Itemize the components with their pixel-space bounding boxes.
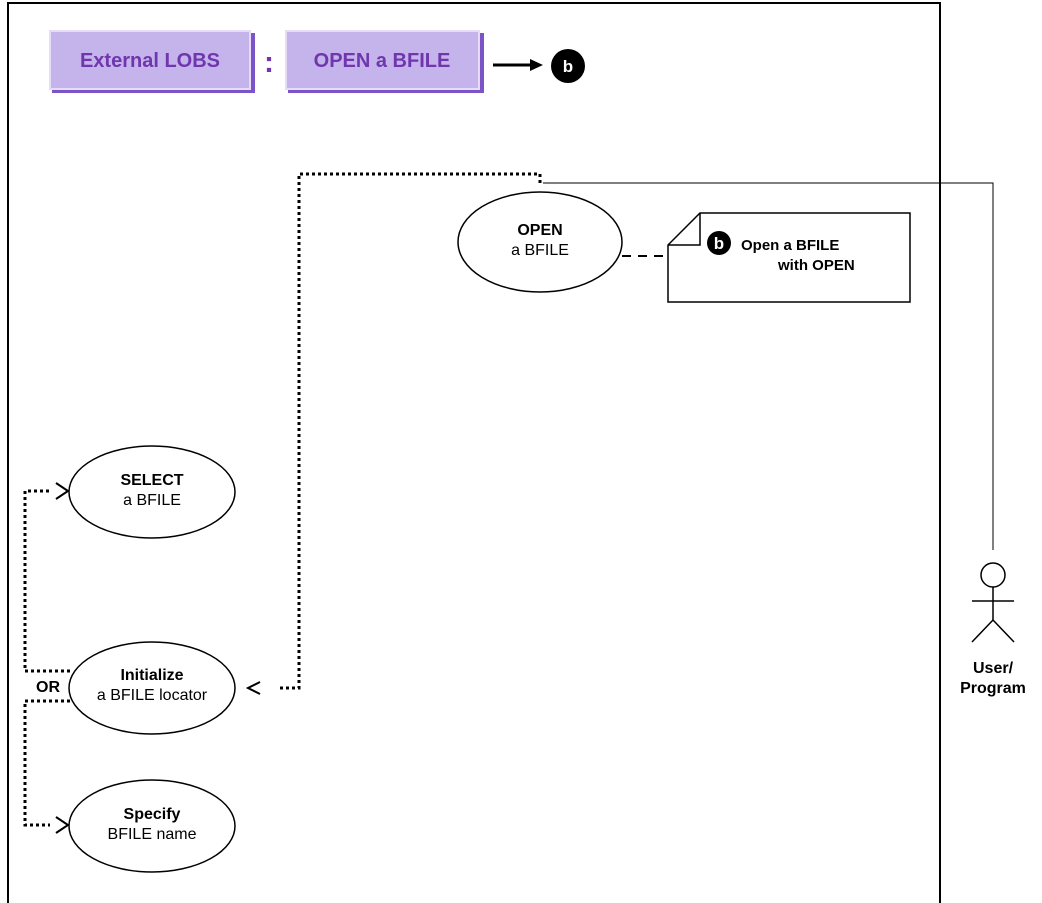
or-label: OR (36, 679, 60, 696)
breadcrumb-external-lobs-label: External LOBS (80, 50, 220, 72)
use-case-open-a-bfile[interactable]: OPEN a BFILE (457, 191, 623, 293)
dependency-line-specify (23, 699, 70, 827)
breadcrumb-external-lobs-button[interactable]: External LOBS (49, 30, 255, 93)
actor-label-line-1: User/ (973, 660, 1014, 677)
note-badge-label: b (714, 234, 724, 253)
breadcrumb-badge-b[interactable]: b (551, 49, 585, 83)
breadcrumb-separator: : (264, 46, 274, 79)
dependency-line-open (278, 172, 542, 690)
note-line-1: Open a BFILE (741, 237, 839, 254)
actor-label-line-2: Program (960, 680, 1026, 697)
use-case-initialize-title: Initialize (120, 667, 183, 684)
use-case-select-subtitle: a BFILE (123, 492, 181, 509)
arrowhead-open-dependency (245, 681, 261, 695)
actor-association-line (543, 182, 994, 550)
use-case-open-title: OPEN (517, 222, 562, 239)
use-case-specify-bfile-name[interactable]: Specify BFILE name (68, 779, 236, 873)
breadcrumb-open-a-bfile-button[interactable]: OPEN a BFILE (285, 30, 484, 93)
use-case-open-subtitle: a BFILE (511, 242, 569, 259)
arrowhead-select (55, 482, 70, 500)
use-case-select-title: SELECT (120, 472, 183, 489)
arrow-right-icon (493, 59, 543, 71)
note-badge-b[interactable]: b (707, 231, 731, 255)
use-case-specify-title: Specify (124, 806, 181, 823)
arrowhead-specify (55, 816, 70, 834)
use-case-specify-subtitle: BFILE name (108, 826, 197, 843)
use-case-select-a-bfile[interactable]: SELECT a BFILE (68, 445, 236, 539)
actor-stick-figure-icon (971, 562, 1015, 643)
use-case-initialize-bfile-locator[interactable]: Initialize a BFILE locator (68, 641, 236, 735)
note-open-with-open: b Open a BFILE with OPEN (667, 212, 911, 303)
note-line-2: with OPEN (777, 257, 855, 274)
use-case-initialize-subtitle: a BFILE locator (97, 687, 208, 704)
breadcrumb-badge-label: b (563, 57, 573, 76)
dependency-line-select (23, 489, 70, 673)
breadcrumb-open-a-bfile-label: OPEN a BFILE (314, 50, 451, 72)
